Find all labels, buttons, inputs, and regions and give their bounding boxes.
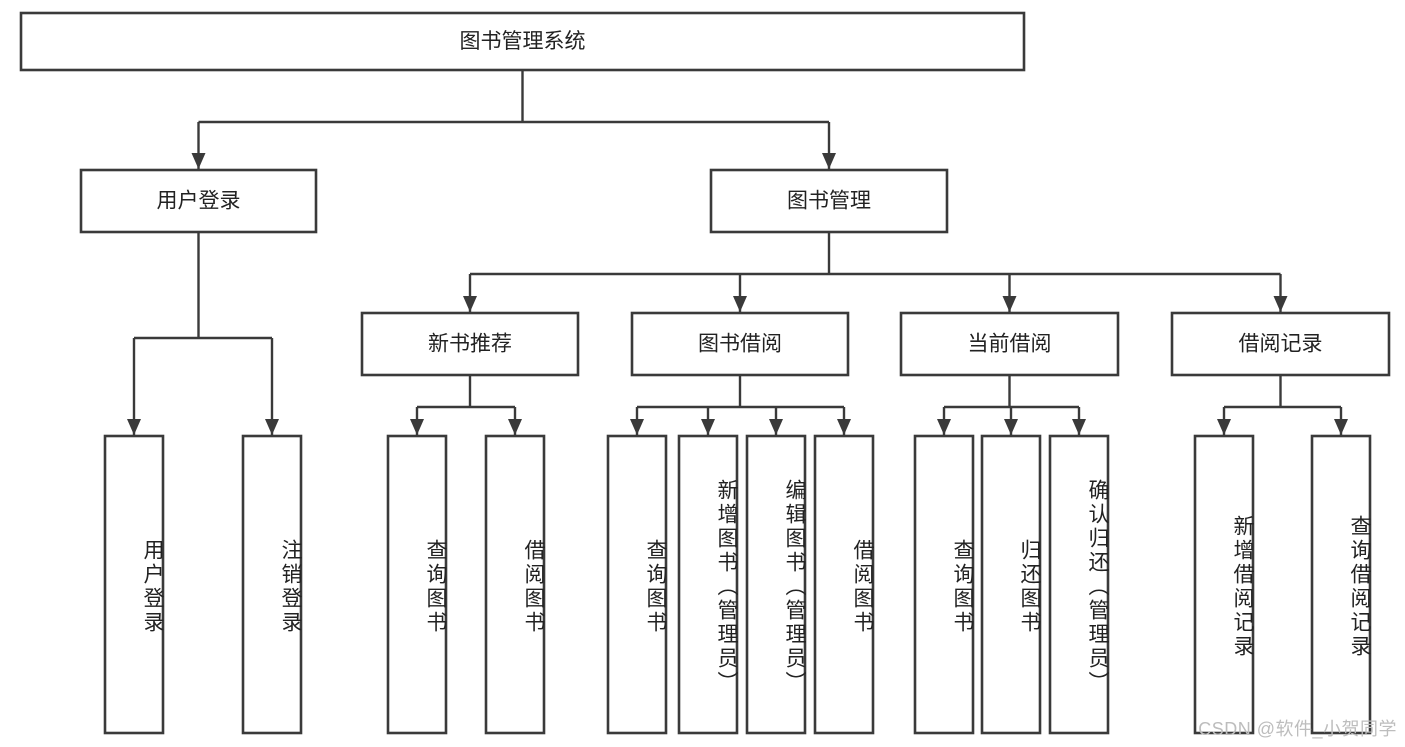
node-box-user-login[interactable] [79, 168, 318, 234]
arrow-head [410, 419, 424, 435]
node-box-add-borrow-record[interactable] [1193, 434, 1255, 735]
node-box-borrow-record[interactable] [1170, 311, 1391, 377]
node-box-user-logout[interactable] [241, 434, 303, 735]
node-label-book-manage: 图书管理 [787, 190, 871, 213]
arrow-head [1217, 419, 1231, 435]
node-label-book-borrow: 图书借阅 [698, 333, 782, 356]
arrow-head [1334, 419, 1348, 435]
node-box-add-book-admin[interactable] [677, 434, 739, 735]
arrow-head [508, 419, 522, 435]
node-box-query-book-1[interactable] [386, 434, 448, 735]
node-box-return-book[interactable] [980, 434, 1042, 735]
arrow-head [127, 419, 141, 435]
node-label-borrow-record: 借阅记录 [1239, 333, 1323, 356]
node-label-current-borrow: 当前借阅 [968, 333, 1052, 356]
arrow-head [1004, 419, 1018, 435]
connectors-layer [127, 70, 1348, 435]
node-box-borrow-book-2[interactable] [813, 434, 875, 735]
node-box-root[interactable] [19, 11, 1026, 72]
arrow-head [630, 419, 644, 435]
node-box-query-borrow-record[interactable] [1310, 434, 1372, 735]
arrow-head [265, 419, 279, 435]
node-box-book-borrow[interactable] [630, 311, 850, 377]
arrow-head [769, 419, 783, 435]
arrow-head [1072, 419, 1086, 435]
node-box-query-book-3[interactable] [913, 434, 975, 735]
node-label-user-login: 用户登录 [157, 190, 241, 213]
arrow-head [822, 153, 836, 169]
arrow-head [937, 419, 951, 435]
arrow-head [733, 296, 747, 312]
node-box-new-book-recommend[interactable] [360, 311, 580, 377]
node-box-current-borrow[interactable] [899, 311, 1120, 377]
node-box-edit-book-admin[interactable] [745, 434, 807, 735]
boxes-layer [19, 11, 1391, 735]
node-box-borrow-book-1[interactable] [484, 434, 546, 735]
arrow-head [1002, 296, 1017, 312]
node-box-user-login-do[interactable] [103, 434, 165, 735]
arrow-head [837, 419, 851, 435]
node-label-root: 图书管理系统 [460, 30, 586, 53]
node-label-new-book-recommend: 新书推荐 [428, 333, 512, 356]
arrow-head [191, 153, 206, 169]
arrow-head [463, 296, 477, 312]
watermark: CSDN @软件_小贺同学 [1198, 719, 1397, 739]
arrow-head [701, 419, 715, 435]
node-box-book-manage[interactable] [709, 168, 949, 234]
node-box-confirm-return-admin[interactable] [1048, 434, 1110, 735]
node-box-query-book-2[interactable] [606, 434, 668, 735]
arrow-head [1273, 296, 1288, 312]
